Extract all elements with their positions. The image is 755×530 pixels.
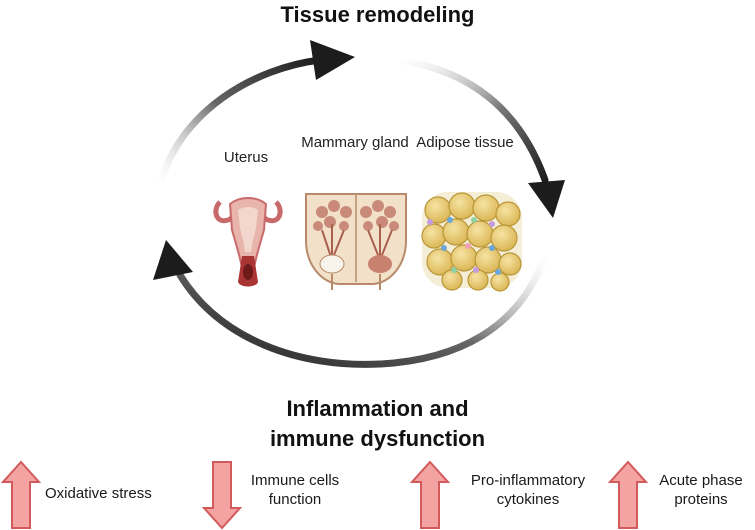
- arrowhead-top: [310, 40, 355, 80]
- indicator-label-immune-cells-function: Immune cells function: [250, 472, 340, 508]
- title-bottom-text: Inflammation and immune dysfunction: [269, 396, 486, 451]
- indicator-label-oxidative-stress: Oxidative stress: [45, 485, 152, 502]
- cycle-arrow-bottom: [176, 251, 549, 368]
- label-adipose-tissue-text: Adipose tissue: [416, 134, 514, 151]
- uterus-illustration: [213, 197, 283, 287]
- mammary-gland-illustration: [305, 193, 407, 290]
- indicator-arrow-down-immune-cells: [201, 461, 243, 530]
- label-mammary-gland: Mammary gland: [300, 134, 410, 152]
- indicator-arrow-up-acute-phase: [607, 460, 649, 529]
- indicator-arrow-up-cytokines: [409, 460, 451, 529]
- title-inflammation-immune-dysfunction: Inflammation and immune dysfunction: [0, 394, 755, 454]
- arrowhead-left: [153, 240, 193, 280]
- arrowhead-right: [528, 180, 565, 218]
- cycle-arrow-top-right: [394, 56, 549, 184]
- cycle-arrows: [153, 40, 565, 368]
- title-tissue-remodeling: Tissue remodeling: [280, 2, 475, 27]
- indicator-label-pro-inflammatory-cytokines: Pro-inflammatory cytokines: [470, 472, 586, 508]
- label-mammary-gland-text: Mammary gland: [301, 134, 409, 151]
- adipose-tissue-illustration: [421, 192, 522, 292]
- cycle-arrow-top-left: [156, 56, 324, 189]
- label-uterus: Uterus: [223, 149, 269, 166]
- indicator-arrow-up-oxidative-stress: [0, 460, 42, 529]
- label-adipose-tissue: Adipose tissue: [415, 134, 515, 152]
- indicator-label-acute-phase-proteins: Acute phase proteins: [659, 472, 743, 508]
